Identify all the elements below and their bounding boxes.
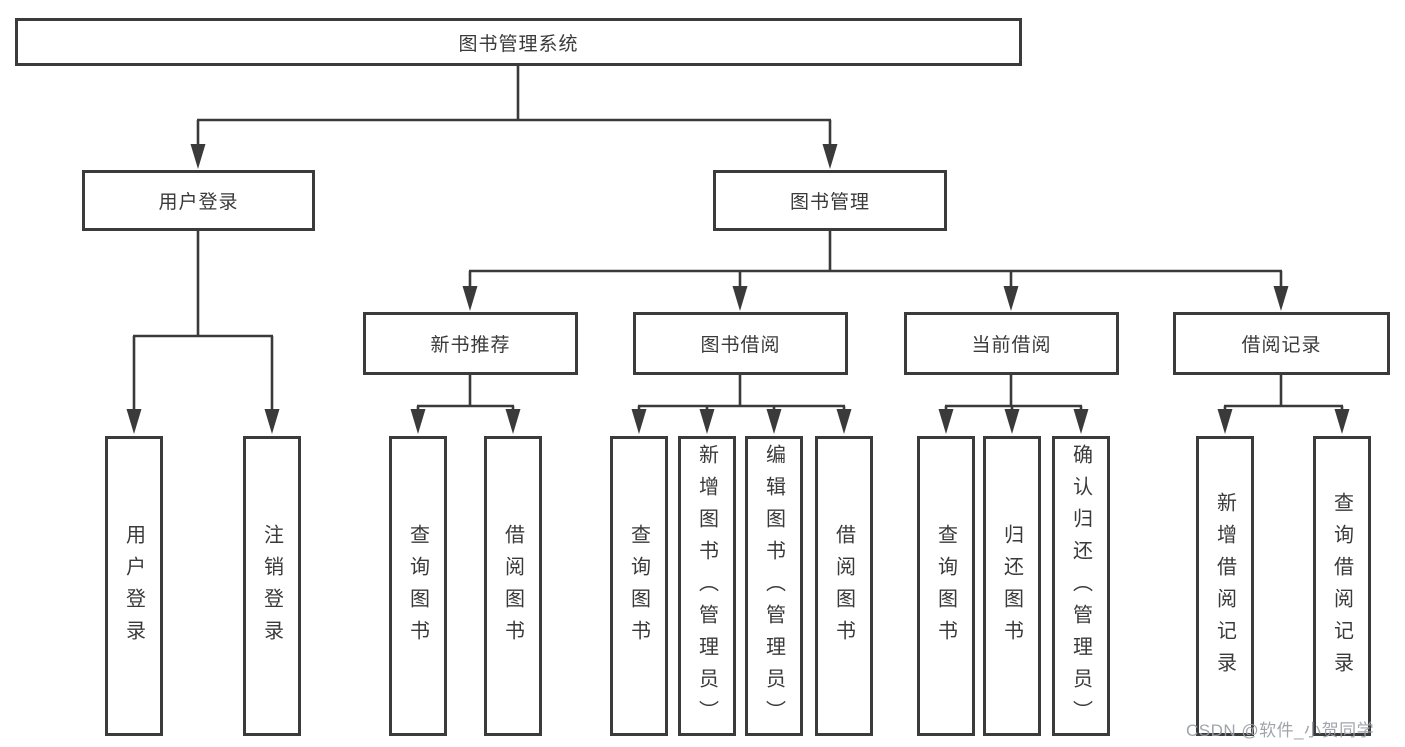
node-confirm-return-admin: 确认归还（管理员）: [1052, 436, 1110, 736]
node-current-borrowing: 当前借阅: [904, 312, 1119, 375]
node-library-management-system: 图书管理系统: [15, 18, 1022, 66]
node-query-borrow-record: 查询借阅记录: [1313, 436, 1371, 736]
node-book-borrowing: 图书借阅: [633, 312, 848, 375]
node-user-login-action: 用户登录: [105, 436, 163, 736]
node-borrow-books-recommend: 借阅图书: [484, 436, 542, 736]
csdn-watermark: CSDN @软件_小贺同学: [1186, 721, 1375, 740]
node-return-books: 归还图书: [983, 436, 1041, 736]
node-query-books-current: 查询图书: [917, 436, 975, 736]
node-add-books-admin: 新增图书（管理员）: [678, 436, 736, 736]
node-add-borrow-record: 新增借阅记录: [1196, 436, 1254, 736]
node-logout: 注销登录: [243, 436, 301, 736]
node-borrow-books-borrowing: 借阅图书: [815, 436, 873, 736]
node-query-books-borrowing: 查询图书: [610, 436, 668, 736]
node-query-books-recommend: 查询图书: [389, 436, 447, 736]
node-user-login: 用户登录: [82, 170, 315, 231]
node-borrowing-records: 借阅记录: [1173, 312, 1390, 375]
node-book-management: 图书管理: [713, 170, 947, 231]
node-new-book-recommendation: 新书推荐: [363, 312, 578, 375]
node-edit-books-admin: 编辑图书（管理员）: [745, 436, 803, 736]
